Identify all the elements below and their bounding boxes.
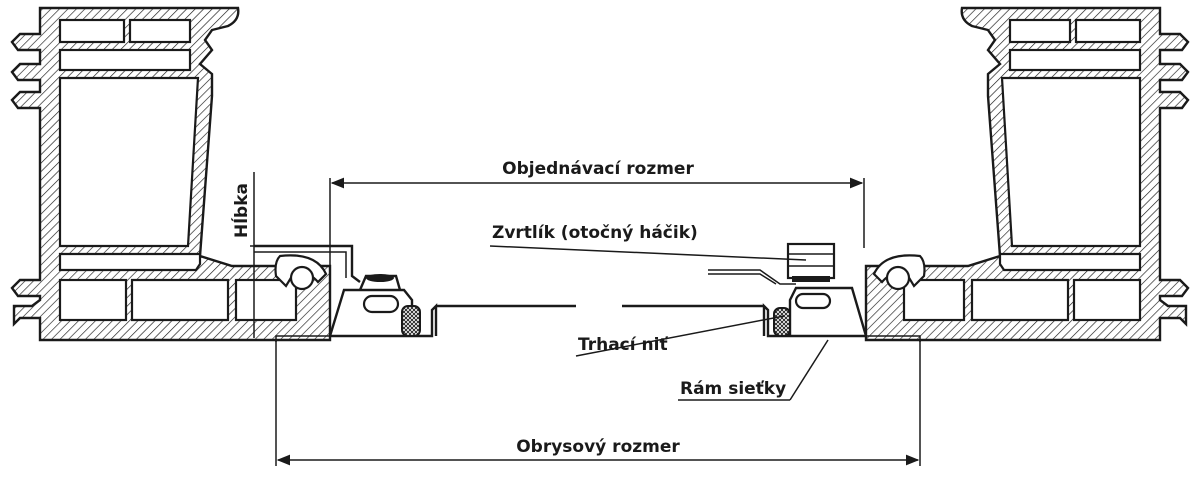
right-window-profile <box>864 6 1190 342</box>
turn-catch-leader <box>489 245 807 261</box>
screen-frame-leader-diagonal <box>789 339 829 401</box>
outline-dimension-label: Obrysový rozmer <box>516 437 680 457</box>
left-window-profile <box>10 6 332 342</box>
outline-dimension <box>275 340 921 466</box>
depth-label: Hĺbka <box>230 183 252 238</box>
tear-thread-label: Trhací niť <box>578 335 668 355</box>
left-screen-frame <box>254 244 764 342</box>
turn-catch-label: Zvrtlík (otočný háčik) <box>492 223 698 243</box>
tear-thread-leader <box>575 315 785 357</box>
depth-dimension <box>250 172 262 338</box>
screen-frame-label: Rám sieťky <box>680 379 786 399</box>
order-dimension <box>329 177 865 266</box>
order-dimension-label: Objednávací rozmer <box>502 159 694 179</box>
